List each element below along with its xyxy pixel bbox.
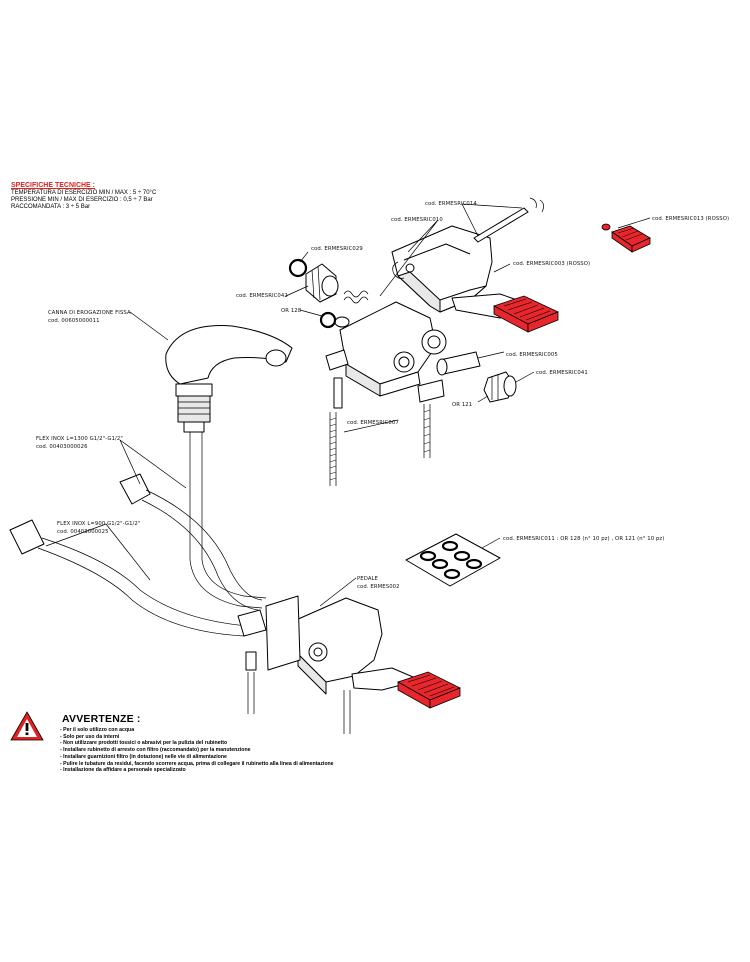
label-ermesric029: cod. ERMESRIC029: [311, 246, 363, 252]
warning-item: - Per il solo utilizzo con acqua: [60, 727, 135, 733]
pedal-lower: [245, 595, 421, 734]
label-canna-code: cod. 00605000011: [48, 318, 100, 324]
label-flex900-code: cod. 00403000025: [57, 529, 109, 535]
fitting-ermesric042: [305, 263, 339, 303]
leader-lines: [45, 203, 651, 607]
label-pedale-title: PEDALE: [357, 576, 379, 582]
label-ermesric003: cod. ERMESRIC003 (ROSSO): [513, 261, 590, 267]
oring-ermesric029: [288, 258, 308, 278]
label-ermesric042: cod. ERMESRIC042: [236, 293, 288, 299]
label-ermesric005: cod. ERMESRIC005: [506, 352, 558, 358]
warning-item: - Non utilizzare prodotti tossici o abra…: [60, 740, 228, 747]
warning-list: - Per il solo utilizzo con acqua - Solo …: [60, 727, 334, 774]
pedal-red-plate-upper: [492, 295, 560, 333]
spec-line-temperature: TEMPERATURA DI ESERCIZIO MIN / MAX : 5 ÷…: [11, 190, 157, 196]
label-ermesric013: cod. ERMESRIC013 (ROSSO): [652, 216, 729, 222]
oring-kit-ermesric011: [405, 533, 501, 587]
pin-ermesric014: [392, 197, 544, 279]
label-ermesric011: cod. ERMESRIC011 : OR 128 (n° 10 pz) , O…: [503, 536, 664, 542]
flex-hose-1300: [119, 432, 267, 611]
valve-body: [325, 301, 447, 403]
label-pedale-code: cod. ERMES002: [357, 584, 400, 590]
oring-or128: [319, 311, 337, 329]
label-or121: OR 121: [452, 402, 472, 408]
fitting-ermesric041: [483, 371, 517, 403]
warning-item: - Installare guarnizioni filtro (in dota…: [60, 753, 227, 760]
warning-item: - Installazione da affidare a personale …: [60, 767, 186, 774]
specs-title: SPECIFICHE TECNICHE :: [11, 182, 96, 189]
label-or128: OR 128: [281, 308, 302, 314]
technical-specs: SPECIFICHE TECNICHE : TEMPERATURA DI ESE…: [11, 182, 156, 211]
warning-triangle-icon: [10, 711, 44, 741]
label-ermesric010: cod. ERMESRIC010: [391, 217, 443, 223]
warning-item: - Pulire le tubature da residui, facendo…: [60, 760, 334, 767]
flex-hose-900: [9, 519, 267, 637]
label-flex1300-code: cod. 00403000026: [36, 444, 88, 450]
pedal-red-plate-lower: [397, 671, 461, 709]
spec-line-pressure: PRESSIONE MIN / MAX DI ESERCIZIO : 0,5 ÷…: [11, 197, 153, 203]
label-flex1300-title: FLEX INOX L=1300 G1/2"-G1/2": [36, 436, 123, 442]
label-flex900-title: FLEX INOX L=900 G1/2"-G1/2": [57, 521, 140, 527]
label-canna-title: CANNA DI EROGAZIONE FISSA: [48, 310, 131, 316]
warning-title: AVVERTENZE :: [62, 713, 141, 725]
label-ermesric007: cod. ERMESRIC007: [347, 420, 399, 426]
spout-canna: [165, 325, 293, 433]
threaded-rods-ermesric007: [329, 377, 431, 486]
spring-ermesric010: [343, 290, 369, 304]
red-plate-ermesric013: [601, 223, 651, 253]
spec-line-recommended: RACCOMANDATA : 3 ÷ 5 Bar: [11, 204, 91, 210]
stem-ermesric005: [436, 351, 481, 376]
warning-item: - Solo per uso da interni: [60, 733, 120, 740]
label-ermesric014: cod. ERMESRIC014: [425, 201, 477, 207]
warning-item: - Installare rubinetto di arresto con fi…: [60, 747, 251, 754]
label-ermesric041: cod. ERMESRIC041: [536, 370, 588, 376]
